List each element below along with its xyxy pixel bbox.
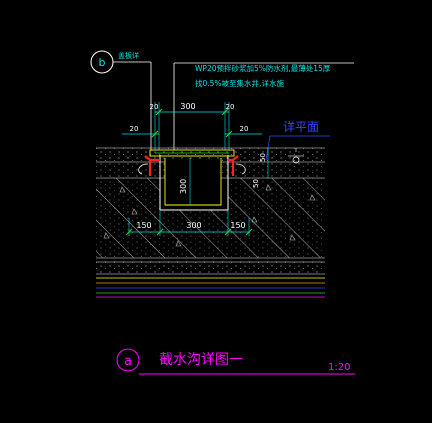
tick-mark xyxy=(151,130,159,138)
base-layers xyxy=(96,257,325,298)
plan-reference: 详平面 xyxy=(265,119,330,161)
gravel-layer xyxy=(96,262,325,274)
title-block: a 截水沟详图一 1:20 xyxy=(116,348,355,375)
trench-outline xyxy=(159,155,229,211)
trench: 300 xyxy=(138,149,246,211)
top-dimensions: 300 20 20 20 20 xyxy=(122,102,262,150)
tick-mark xyxy=(221,108,229,116)
bottom-dimensions: 150 300 150 xyxy=(125,210,253,236)
angle-steel-right xyxy=(228,155,239,176)
tick-mark xyxy=(156,228,164,236)
title-marker-circle xyxy=(116,348,140,372)
anchor-left xyxy=(138,163,149,175)
tick-mark xyxy=(125,228,133,236)
angle-steel-left xyxy=(144,155,160,176)
dim-right-side: 20 xyxy=(240,125,249,133)
note-line-2: 找0.5%坡至集水井,详水施 xyxy=(195,78,284,88)
dim-bottom-left: 150 xyxy=(136,221,151,230)
cover-plate xyxy=(149,149,235,157)
right-annotations: 50 50 xyxy=(252,148,304,188)
dim-top-left: 20 xyxy=(150,103,159,111)
note-group: WP20预拌砂浆加5%防水剂,最薄处15厚 找0.5%坡至集水井,详水施 xyxy=(150,62,354,150)
dim-top-width: 300 xyxy=(180,102,195,111)
ref-marker-group: b 盖板详 xyxy=(90,50,151,74)
aggregate-marks xyxy=(103,184,316,247)
dim-right-side-2: 50 xyxy=(252,179,260,188)
trench-void xyxy=(165,160,221,206)
tick-mark xyxy=(155,108,163,116)
trench-inner-outline xyxy=(164,158,222,206)
tick-mark xyxy=(245,228,253,236)
drain-symbol xyxy=(292,156,300,164)
dim-depth-small: 50 xyxy=(259,153,267,162)
drawing-title: 截水沟详图一 xyxy=(159,352,243,368)
note-line-1: WP20预拌砂浆加5%防水剂,最薄处15厚 xyxy=(195,63,331,73)
tick-mark xyxy=(224,228,232,236)
anchor-right xyxy=(235,163,246,175)
dim-depth: 300 xyxy=(179,179,188,194)
ref-marker-label: 盖板详 xyxy=(118,51,139,60)
plan-reference-label: 详平面 xyxy=(283,119,319,134)
ref-marker-letter: b xyxy=(99,56,106,69)
dim-left-side: 20 xyxy=(130,125,139,133)
dim-bottom-right: 150 xyxy=(230,221,245,230)
drawing-scale: 1:20 xyxy=(328,362,350,373)
dim-top-right: 20 xyxy=(226,103,235,111)
tick-mark xyxy=(225,130,233,138)
title-marker-letter: a xyxy=(124,354,132,369)
dim-bottom-mid: 300 xyxy=(186,221,201,230)
